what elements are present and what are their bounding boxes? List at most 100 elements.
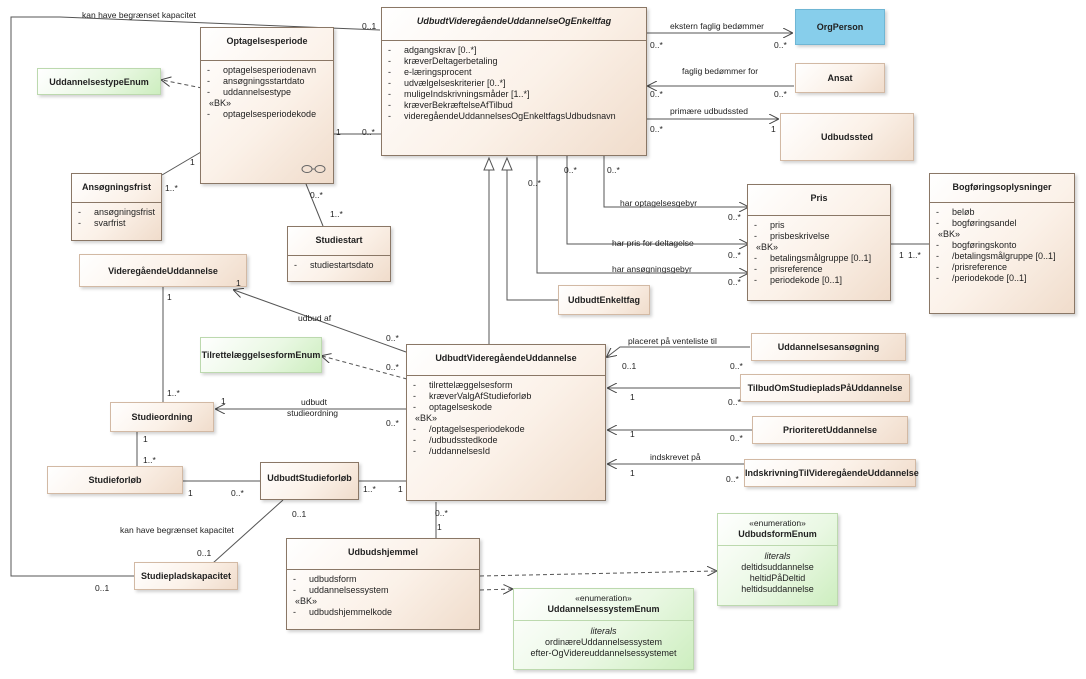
attribute: -/udbudsstedkode xyxy=(413,435,498,445)
divider xyxy=(514,620,693,621)
multiplicity: 1 xyxy=(398,484,403,494)
class-indskrivning[interactable]: IndskrivningTilVideregåendeUddannelse xyxy=(744,459,919,487)
class-ansat[interactable]: Ansat xyxy=(795,63,885,93)
multiplicity: 0..* xyxy=(386,333,399,343)
class-udbudt-vudd-og-enkeltfag[interactable]: UdbudtVideregåendeUddannelseOgEnkeltfag … xyxy=(381,7,647,156)
association-label: udbudt xyxy=(301,397,327,407)
class-udbudssted[interactable]: Udbudssted xyxy=(780,113,914,161)
class-uddannelsesansoegning[interactable]: Uddannelsesansøgning xyxy=(751,333,906,361)
divider xyxy=(382,40,646,41)
multiplicity: 1..* xyxy=(167,388,180,398)
class-udbudt-studieforloeb[interactable]: UdbudtStudieforløb xyxy=(260,462,359,500)
class-prioriteret-uddannelse[interactable]: PrioriteretUddannelse xyxy=(752,416,908,444)
edge-optag-studiestart xyxy=(305,183,324,227)
multiplicity: 0..1 xyxy=(622,361,637,371)
multiplicity: 1 xyxy=(437,522,442,532)
stereotype: «enumeration» xyxy=(575,593,632,603)
multiplicity: 1 xyxy=(899,250,904,260)
bk-stereotype: «BK» xyxy=(938,229,961,239)
multiplicity: 0..* xyxy=(730,433,743,443)
class-bogfoeringsoplysninger[interactable]: Bogføringsoplysninger -beløb -bogførings… xyxy=(929,173,1075,314)
attribute: -/uddannelsesId xyxy=(413,446,491,456)
edge-ansoegningsgebyr xyxy=(536,156,748,273)
association-label: placeret på venteliste til xyxy=(628,336,717,346)
class-pris[interactable]: Pris -pris -prisbeskrivelse «BK» -betali… xyxy=(747,184,891,301)
attribute: -periodekode [0..1] xyxy=(754,275,843,285)
enum-literal: heltidPåDeltid xyxy=(749,573,806,583)
class-name: UdbudsformEnum xyxy=(738,529,817,539)
multiplicity: 1 xyxy=(336,127,341,137)
multiplicity: 0..* xyxy=(728,277,741,287)
attribute-list: -adgangskrav [0..*] -kræverDeltagerbetal… xyxy=(382,41,646,122)
class-studiestart[interactable]: Studiestart -studiestartsdato xyxy=(287,226,391,282)
attribute: -svarfrist xyxy=(78,218,126,228)
multiplicity: 1 xyxy=(771,124,776,134)
multiplicity: 0..* xyxy=(728,212,741,222)
class-ansoegningsfrist[interactable]: Ansøgningsfrist -ansøgningsfrist -svarfr… xyxy=(71,173,162,241)
class-name: PrioriteretUddannelse xyxy=(782,425,878,435)
class-udbudt-enkeltfag[interactable]: UdbudtEnkeltfag xyxy=(558,285,650,315)
multiplicity: 1 xyxy=(167,292,172,302)
multiplicity: 0..* xyxy=(564,165,577,175)
class-name: OrgPerson xyxy=(816,22,864,32)
class-name: Pris xyxy=(810,193,828,203)
class-udbudsform-enum[interactable]: «enumeration» UdbudsformEnum literals de… xyxy=(717,513,838,606)
class-udbudshjemmel[interactable]: Udbudshjemmel -udbudsform -uddannelsessy… xyxy=(286,538,480,630)
generalization-arrowhead xyxy=(501,156,513,171)
attribute: -beløb xyxy=(936,207,975,217)
enum-literal: deltidsuddannelse xyxy=(741,562,814,572)
multiplicity: 0..* xyxy=(650,124,663,134)
class-videregaaende-uddannelse[interactable]: VideregåendeUddannelse xyxy=(79,254,247,287)
generalization-arrowhead xyxy=(483,156,495,171)
class-tilrettelaeggelsesform-enum[interactable]: TilrettelæggelsesformEnum xyxy=(200,337,322,373)
class-optagelsesperiode[interactable]: Optagelsesperiode -optagelsesperiodenavn… xyxy=(200,27,334,184)
multiplicity: 0..1 xyxy=(95,583,110,593)
attribute-list: -udbudsform -uddannelsessystem «BK» -udb… xyxy=(287,570,479,618)
attribute-list: -studiestartsdato xyxy=(288,256,390,271)
edge-optag-enum xyxy=(162,80,203,89)
multiplicity: 1 xyxy=(221,396,226,406)
attribute: -uddannelsestype xyxy=(207,87,292,97)
multiplicity: 0..* xyxy=(386,362,399,372)
bk-stereotype: «BK» xyxy=(209,98,232,108)
class-orgperson[interactable]: OrgPerson xyxy=(795,9,885,45)
class-tilbud-om-studieplads[interactable]: TilbudOmStudiepladsPåUddannelse xyxy=(740,374,910,402)
literals-title: literals xyxy=(764,551,791,561)
edge-kapacitet-low xyxy=(212,499,284,564)
multiplicity: 1..* xyxy=(143,455,156,465)
multiplicity: 1 xyxy=(143,434,148,444)
class-studiepladskapacitet[interactable]: Studiepladskapacitet xyxy=(134,562,238,590)
class-studieordning[interactable]: Studieordning xyxy=(110,402,214,432)
attribute: -/prisreference xyxy=(936,262,1008,272)
association-label: udbud af xyxy=(298,313,332,323)
edge-optag-frist xyxy=(161,151,202,176)
class-studieforloeb[interactable]: Studieforløb xyxy=(47,466,183,494)
class-udbudt-videregaaende-uddannelse[interactable]: UdbudtVideregåendeUddannelse -tilrettelæ… xyxy=(406,344,606,501)
class-name: UddannelsestypeEnum xyxy=(49,77,149,87)
attribute: -ansøgningsstartdato xyxy=(207,76,305,86)
edge-kapacitet-top xyxy=(10,16,381,577)
multiplicity: 0..* xyxy=(728,250,741,260)
divider xyxy=(287,569,479,570)
multiplicity: 1 xyxy=(188,488,193,498)
attribute: -uddannelsessystem xyxy=(293,585,389,595)
association-label: kan have begrænset kapacitet xyxy=(120,525,234,535)
attribute-list: -optagelsesperiodenavn -ansøgningsstartd… xyxy=(201,61,333,120)
multiplicity: 0..* xyxy=(528,178,541,188)
multiplicity: 0..* xyxy=(650,40,663,50)
divider xyxy=(407,375,605,376)
attribute: -studiestartsdato xyxy=(294,260,374,270)
class-uddannelsestype-enum[interactable]: UddannelsestypeEnum xyxy=(37,68,161,95)
association-label: har optagelsesgebyr xyxy=(620,198,698,208)
association-label: kan have begrænset kapacitet xyxy=(82,10,196,20)
multiplicity: 0..* xyxy=(362,127,375,137)
attribute: -tilrettelæggelsesform xyxy=(413,380,513,390)
attribute: -udvælgelseskriterier [0..*] xyxy=(388,78,506,88)
attribute: -bogføringskonto xyxy=(936,240,1017,250)
edge-hjemmel-enum2 xyxy=(479,589,512,590)
class-name: Studiestart xyxy=(315,235,363,245)
divider xyxy=(201,60,333,61)
class-uddannelsessystem-enum[interactable]: «enumeration» UddannelsessystemEnum lite… xyxy=(513,588,694,670)
bk-stereotype: «BK» xyxy=(756,242,779,252)
